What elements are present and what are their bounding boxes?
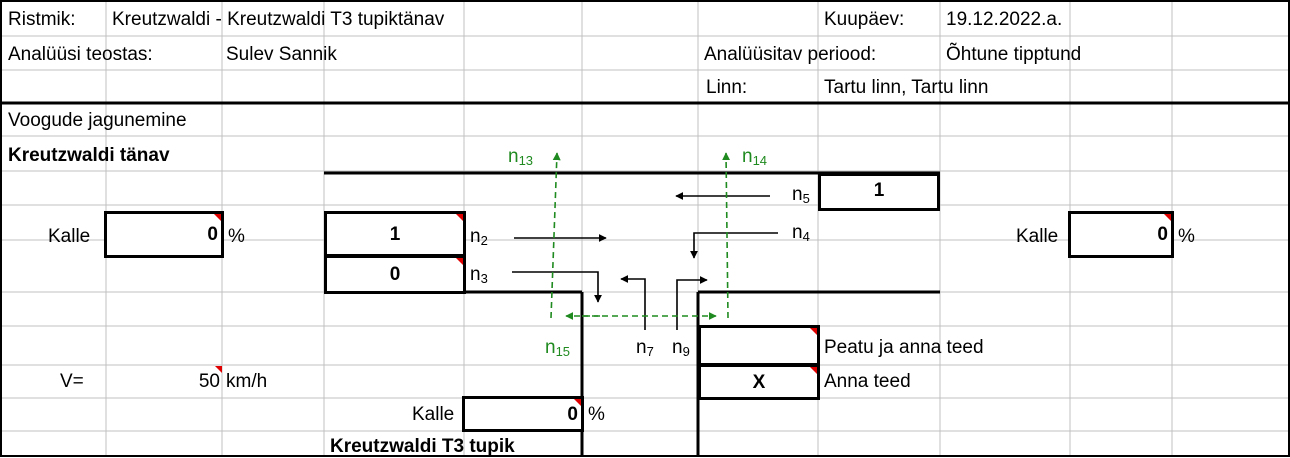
east-slope-unit: % bbox=[1178, 226, 1195, 247]
comment-marker bbox=[456, 258, 463, 265]
ped-label-n14: n14 bbox=[742, 146, 768, 168]
west-slope-label: Kalle bbox=[48, 226, 91, 247]
flow-input-n3[interactable]: 0 bbox=[324, 255, 466, 294]
ped-label-n13: n13 bbox=[508, 146, 534, 168]
east-slope-label: Kalle bbox=[1016, 226, 1059, 247]
flow-label-n9: n9 bbox=[672, 337, 690, 359]
flow-label-n4: n4 bbox=[792, 222, 810, 244]
speed-value: 50 bbox=[198, 371, 220, 392]
west-slope-unit: % bbox=[228, 226, 245, 247]
main-street-name: Kreutzwaldi tänav bbox=[8, 145, 170, 166]
period-value: Õhtune tipptund bbox=[946, 44, 1082, 65]
flow-label-n3: n3 bbox=[470, 264, 488, 286]
stop-sign-label: Peatu ja anna teed bbox=[824, 337, 984, 358]
flow-label-n7: n7 bbox=[636, 337, 654, 359]
yield-sign-label: Anna teed bbox=[824, 371, 911, 392]
comment-marker bbox=[456, 214, 463, 221]
flow-label-n2: n2 bbox=[470, 226, 488, 248]
arrow-n9 bbox=[676, 276, 708, 330]
comment-marker bbox=[574, 399, 581, 406]
yield-sign-input[interactable]: X bbox=[698, 364, 820, 400]
section-title: Voogude jagunemine bbox=[8, 110, 187, 131]
ped-n13 bbox=[550, 152, 561, 319]
south-slope-input[interactable]: 0 bbox=[462, 396, 584, 432]
comment-marker bbox=[1164, 214, 1171, 221]
side-street-name: Kreutzwaldi T3 tupik bbox=[330, 436, 515, 457]
flow-input-n5[interactable]: 1 bbox=[818, 173, 940, 211]
ped-label-n15: n15 bbox=[545, 337, 571, 359]
speed-label: V= bbox=[60, 371, 84, 392]
comment-marker bbox=[214, 214, 221, 221]
comment-marker bbox=[810, 328, 817, 335]
west-slope-input[interactable]: 0 bbox=[104, 211, 224, 258]
stop-sign-input[interactable] bbox=[698, 325, 820, 366]
junction-label: Ristmik: bbox=[8, 9, 76, 30]
speed-unit: km/h bbox=[226, 371, 268, 392]
arrow-n4 bbox=[690, 232, 778, 259]
comment-marker bbox=[810, 367, 817, 374]
south-slope-unit: % bbox=[588, 404, 605, 425]
arrow-n7 bbox=[620, 275, 646, 330]
arrow-n3 bbox=[512, 271, 602, 303]
analyst-label: Analüüsi teostas: bbox=[8, 44, 153, 65]
junction-value: Kreutzwaldi - Kreutzwaldi T3 tupiktänav bbox=[112, 9, 445, 30]
period-label: Analüüsitav periood: bbox=[704, 44, 877, 65]
east-slope-input[interactable]: 0 bbox=[1068, 211, 1174, 258]
south-slope-label: Kalle bbox=[412, 404, 455, 425]
city-value: Tartu linn, Tartu linn bbox=[824, 77, 989, 98]
city-label: Linn: bbox=[706, 77, 748, 98]
comment-marker bbox=[215, 366, 222, 373]
flow-input-n2[interactable]: 1 bbox=[324, 211, 466, 257]
date-value: 19.12.2022.a. bbox=[946, 9, 1063, 30]
flow-label-n5: n5 bbox=[792, 184, 810, 206]
analyst-value: Sulev Sannik bbox=[226, 44, 337, 65]
ped-n14 bbox=[722, 152, 731, 319]
date-label: Kuupäev: bbox=[824, 9, 905, 30]
